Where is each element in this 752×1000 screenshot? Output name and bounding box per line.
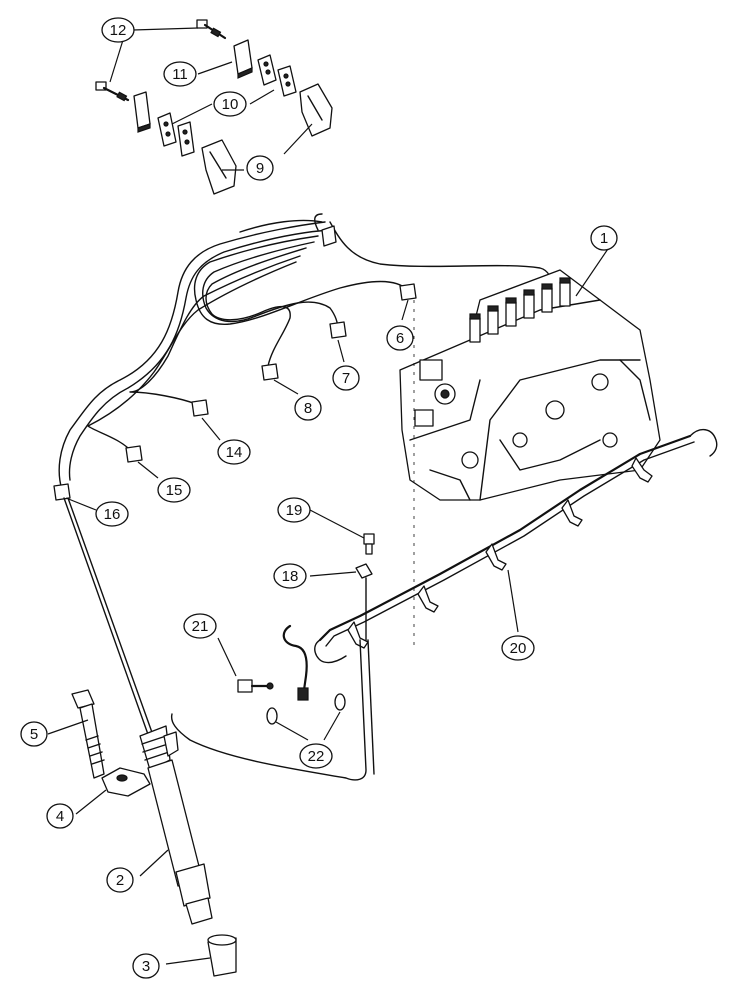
- callout-1-label: 1: [600, 230, 608, 247]
- callout-5-label: 5: [30, 726, 38, 743]
- delivery-valves: [469, 277, 571, 343]
- leader-lines: [47, 27, 615, 965]
- callout-2: 2: [106, 867, 134, 893]
- grommet-block-2: [277, 65, 297, 97]
- line-fitting-6: [399, 283, 417, 301]
- callout-22-label: 22: [308, 748, 325, 765]
- grommet-block-1: [257, 54, 277, 86]
- callout-18-label: 18: [282, 568, 299, 585]
- banjo-bolt: [237, 679, 274, 693]
- line-fitting-8: [261, 363, 279, 381]
- callout-21: 21: [183, 613, 217, 639]
- clamp-plate-upper: [233, 39, 253, 79]
- callout-8-label: 8: [304, 400, 312, 417]
- clamp-hardware-group: [95, 19, 333, 195]
- callout-19: 19: [277, 497, 311, 523]
- leak-off-line: [170, 429, 718, 781]
- injection-pump: [399, 269, 661, 501]
- callout-3-label: 3: [142, 958, 150, 975]
- line-fitting-16: [53, 483, 71, 501]
- callout-8: 8: [294, 395, 322, 421]
- callout-7-label: 7: [342, 370, 350, 387]
- callout-2-label: 2: [116, 872, 124, 889]
- callout-3: 3: [132, 953, 160, 979]
- callout-9: 9: [246, 155, 274, 181]
- callout-16: 16: [95, 501, 129, 527]
- callout-10-label: 10: [222, 96, 239, 113]
- callout-6-label: 6: [396, 330, 404, 347]
- injector-sleeve: [207, 934, 237, 977]
- callout-7: 7: [332, 365, 360, 391]
- callout-20: 20: [501, 635, 535, 661]
- callout-16-label: 16: [104, 506, 121, 523]
- callout-15-label: 15: [166, 482, 183, 499]
- callout-19-label: 19: [286, 502, 303, 519]
- bracket-right: [299, 83, 333, 137]
- callout-21-label: 21: [192, 618, 209, 635]
- clamp-bolt: [71, 689, 105, 779]
- callout-11: 11: [163, 61, 197, 87]
- fitting-bolt-19: [363, 533, 375, 555]
- line-fitting-14: [191, 399, 209, 417]
- callout-11-label: 11: [172, 66, 188, 83]
- fuel-injector: [139, 725, 213, 925]
- bracket-left: [201, 139, 237, 195]
- callout-6: 6: [386, 325, 414, 351]
- callout-12: 12: [101, 17, 135, 43]
- injection-lines-bundle: [53, 213, 553, 741]
- grommet-block-3: [157, 112, 177, 147]
- callout-9-label: 9: [256, 160, 264, 177]
- callout-20-label: 20: [510, 640, 527, 657]
- clamp-plate-lower: [133, 91, 151, 133]
- callout-22: 22: [299, 743, 333, 769]
- clamp-bolt-upper: [196, 19, 227, 40]
- line-fitting-15: [125, 445, 143, 463]
- callout-1: 1: [590, 225, 618, 251]
- callout-12-label: 12: [110, 22, 127, 39]
- callout-10: 10: [213, 91, 247, 117]
- callout-4-label: 4: [56, 808, 64, 825]
- callout-18: 18: [273, 563, 307, 589]
- callout-15: 15: [157, 477, 191, 503]
- grommet-block-4: [177, 121, 195, 157]
- callout-4: 4: [46, 803, 74, 829]
- line-fitting-7: [329, 321, 347, 339]
- injector-clamp: [101, 767, 151, 797]
- fitting-nut-18: [355, 563, 373, 641]
- line-fitting-top: [321, 225, 337, 247]
- sealing-washers: [266, 693, 346, 725]
- callout-14: 14: [217, 439, 251, 465]
- callout-5: 5: [20, 721, 48, 747]
- callout-14-label: 14: [226, 444, 243, 461]
- clamp-bolt-lower: [95, 81, 130, 102]
